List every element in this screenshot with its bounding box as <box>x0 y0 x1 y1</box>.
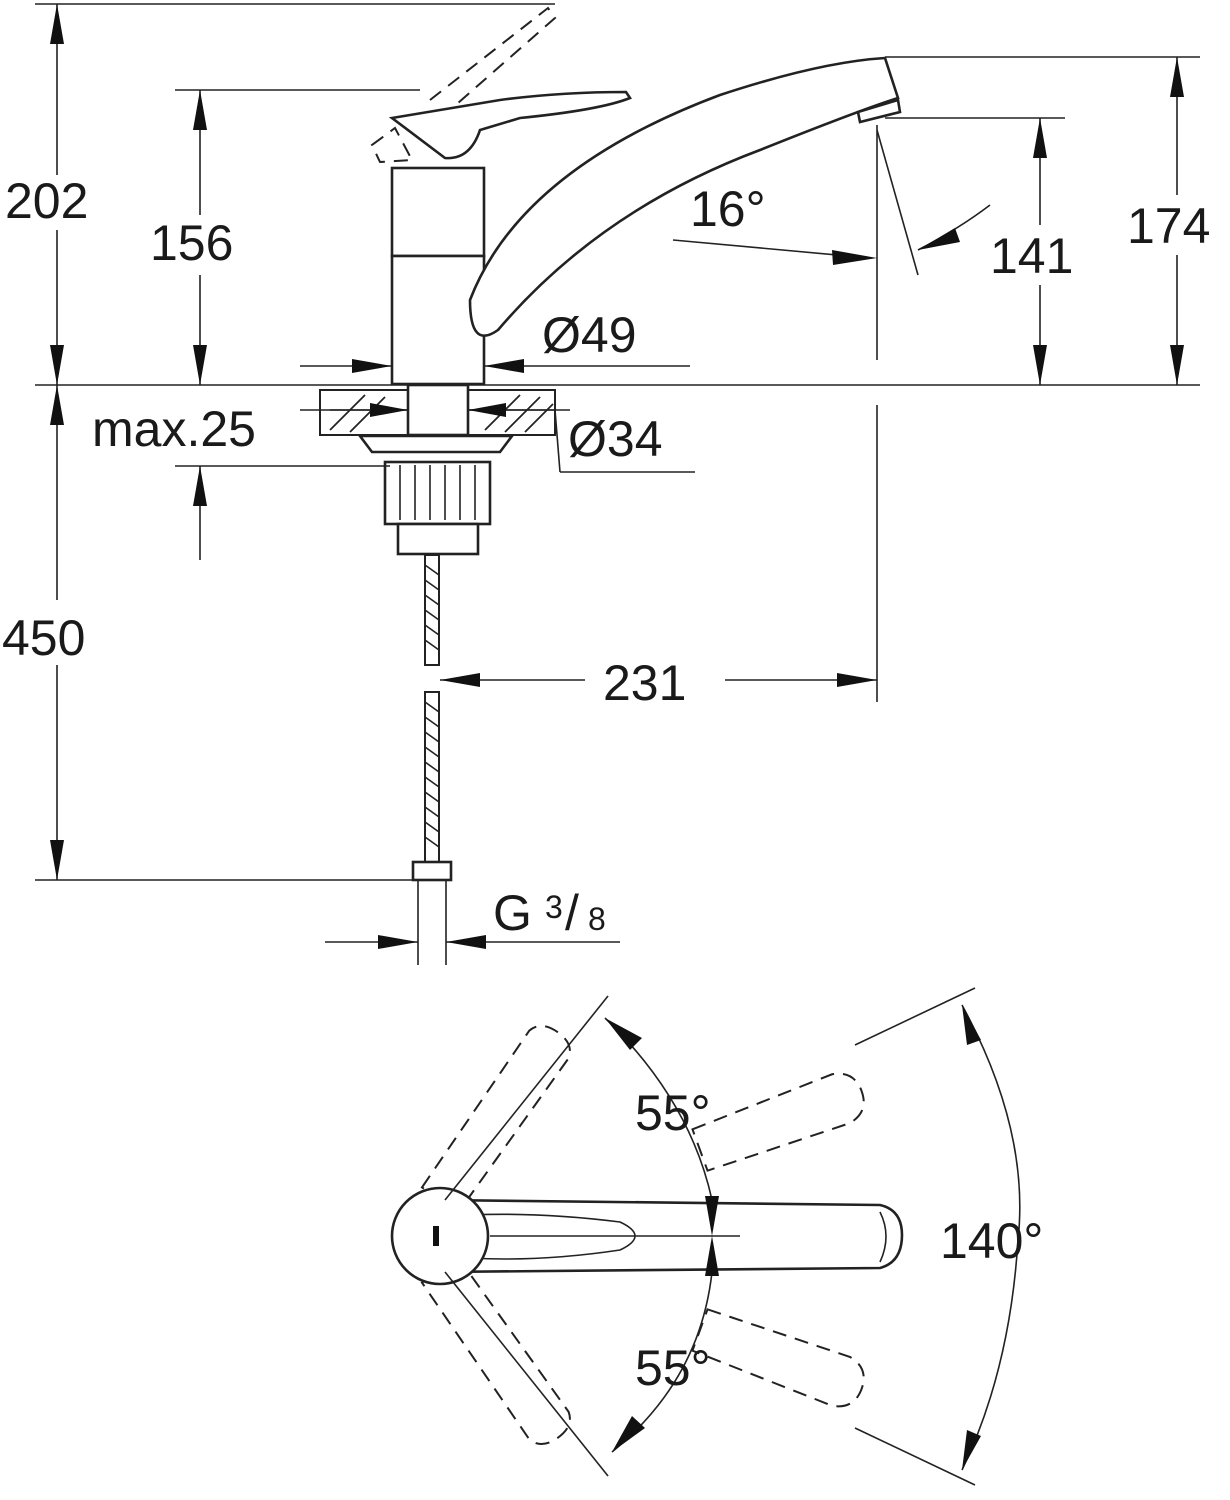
spout-aerator <box>856 98 902 124</box>
dim-231-label: 231 <box>603 655 686 711</box>
lever-position-upper-left <box>420 1024 571 1215</box>
connection-thread-num: 3 <box>545 889 563 925</box>
dim-max25-label: max.25 <box>92 401 256 457</box>
dim-202-label: 202 <box>5 173 88 229</box>
dim-connection-thread <box>325 935 620 949</box>
connection-thread-slash: / <box>565 885 579 941</box>
dim-450 <box>35 665 413 881</box>
dim-diameter-34 <box>330 403 695 473</box>
tap-body-lower <box>390 254 486 386</box>
dim-202 <box>35 3 555 385</box>
dim-max-25 <box>50 385 390 600</box>
nut-base <box>396 522 480 556</box>
lever-position-lower-right <box>691 1308 865 1408</box>
top-view <box>390 987 1021 1486</box>
dim-156-label: 156 <box>150 215 233 271</box>
dim-16-degree <box>672 125 991 360</box>
flexible-hose <box>411 554 453 965</box>
connection-thread-label: G <box>493 885 532 941</box>
dim-156 <box>175 89 420 385</box>
angle-ray-upper-left <box>444 995 609 1201</box>
angle-ray-lower-right <box>854 1427 976 1486</box>
shank <box>406 383 470 437</box>
connection-thread-den: 8 <box>588 901 606 937</box>
lever-lowered-outline <box>370 126 414 164</box>
dim-141-label: 141 <box>990 228 1073 284</box>
tap-body-circle <box>390 1186 490 1286</box>
dim-49-label: Ø49 <box>542 307 637 363</box>
dim-141 <box>885 117 1065 385</box>
angle-ray-lower-left <box>444 1271 609 1477</box>
lever-position-lower-left <box>420 1255 571 1446</box>
mounting-nut <box>383 460 492 526</box>
hose-connector <box>411 860 453 882</box>
dim-231 <box>440 405 878 702</box>
dim-34-label: Ø34 <box>568 411 663 467</box>
angle-140-label: 140° <box>940 1213 1043 1269</box>
dim-16-label: 16° <box>690 181 766 237</box>
dim-diameter-49 <box>300 359 690 373</box>
lever-top-tip <box>879 1211 887 1263</box>
dim-450-label: 450 <box>2 610 85 666</box>
arc-140 <box>961 1004 1021 1471</box>
washer <box>357 434 515 454</box>
tap-body-upper <box>390 166 486 258</box>
lever <box>388 90 632 160</box>
tap-indicator <box>433 1226 439 1246</box>
side-view: 202 156 174 141 <box>2 3 1210 965</box>
angle-ray-upper-right <box>854 987 976 1046</box>
lever-raised-outline <box>429 6 557 111</box>
dim-174-label: 174 <box>1127 198 1210 254</box>
nut-grooves <box>399 465 476 520</box>
angle-55-upper-label: 55° <box>635 1085 711 1141</box>
angle-55-lower-label: 55° <box>635 1340 711 1396</box>
dim-174 <box>885 56 1200 385</box>
lever-position-upper-right <box>691 1072 865 1172</box>
